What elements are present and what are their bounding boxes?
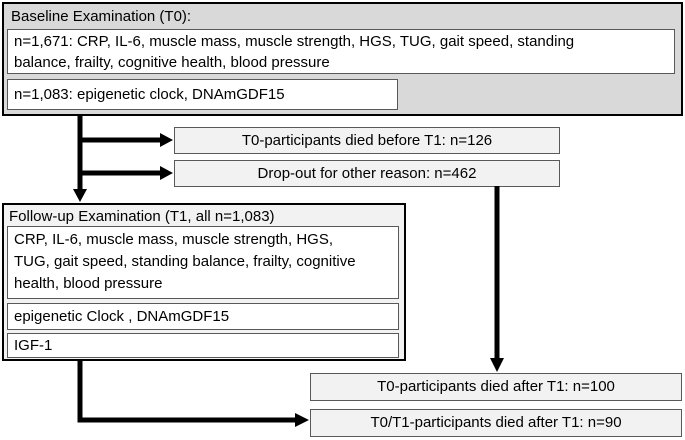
followup-examination-box: Follow-up Examination (T1, all n=1,083) … xyxy=(2,203,406,361)
followup-epigenetic-text: epigenetic Clock , DNAmGDF15 xyxy=(14,308,230,325)
baseline-measures-line-2: balance, frailty, cognitive health, bloo… xyxy=(14,54,330,71)
dropout-other-reason-text: Drop-out for other reason: n=462 xyxy=(257,164,477,182)
followup-title: Follow-up Examination (T1, all n=1,083) xyxy=(9,208,275,225)
dropout-other-reason-box: Drop-out for other reason: n=462 xyxy=(174,160,560,187)
died-after-t1-both-text: T0/T1-participants died after T1: n=90 xyxy=(370,414,622,432)
arrow-baseline-to-followup-head xyxy=(73,189,87,202)
followup-measures-line-1: CRP, IL-6, muscle mass, muscle strength,… xyxy=(14,231,333,248)
arrow-to-died-after-t1-both-line xyxy=(77,361,296,423)
died-after-t1-text: T0-participants died after T1: n=100 xyxy=(377,378,615,396)
baseline-epigenetic-box: n=1,083: epigenetic clock, DNAmGDF15 xyxy=(7,79,398,110)
arrow-to-died-after-t1-head xyxy=(490,358,504,372)
followup-measures-line-2: TUG, gait speed, standing balance, frail… xyxy=(14,253,356,270)
followup-igf-text: IGF-1 xyxy=(14,337,53,354)
followup-measures-box: CRP, IL-6, muscle mass, muscle strength,… xyxy=(7,226,399,299)
died-after-t1-box: T0-participants died after T1: n=100 xyxy=(310,373,682,401)
followup-epigenetic-box: epigenetic Clock , DNAmGDF15 xyxy=(7,303,399,330)
arrow-to-died-after-t1-both-head xyxy=(295,413,309,427)
followup-measures-line-3: health, blood pressure xyxy=(14,275,163,292)
arrow-to-died-before-t1-head xyxy=(160,133,173,147)
died-after-t1-both-box: T0/T1-participants died after T1: n=90 xyxy=(310,409,682,437)
baseline-title: Baseline Examination (T0): xyxy=(11,8,192,25)
died-before-t1-box: T0-participants died before T1: n=126 xyxy=(174,127,560,154)
baseline-examination-box: Baseline Examination (T0): n=1,671: CRP,… xyxy=(2,2,683,116)
baseline-epigenetic-text: n=1,083: epigenetic clock, DNAmGDF15 xyxy=(14,86,285,103)
died-before-t1-text: T0-participants died before T1: n=126 xyxy=(241,131,493,149)
followup-igf-box: IGF-1 xyxy=(7,333,399,358)
arrow-to-dropout-other-head xyxy=(160,166,173,180)
baseline-measures-box: n=1,671: CRP, IL-6, muscle mass, muscle … xyxy=(7,29,675,74)
baseline-measures-line-1: n=1,671: CRP, IL-6, muscle mass, muscle … xyxy=(14,33,575,50)
